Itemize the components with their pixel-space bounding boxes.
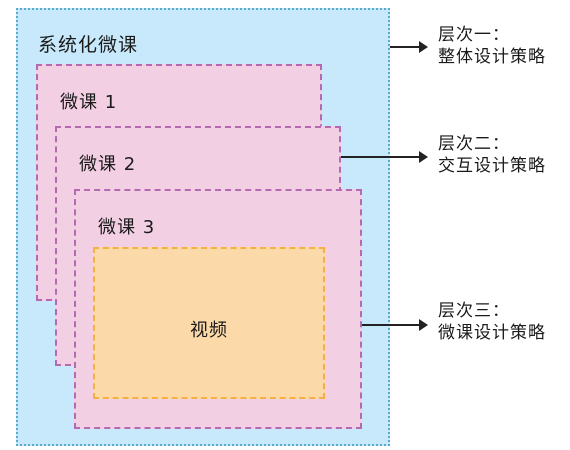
microcourse-3-title: 微课 3: [98, 217, 156, 238]
level-3-heading: 层次三：: [438, 301, 510, 321]
level-2-heading: 层次二：: [438, 134, 510, 154]
video-label: 视频: [190, 320, 228, 341]
level-1-text: 层次一： 整体设计策略: [438, 24, 546, 68]
level-2-text: 层次二： 交互设计策略: [438, 133, 546, 177]
level-1-description: 整体设计策略: [438, 47, 546, 67]
level-1-arrow: [390, 41, 428, 53]
video-box: 视频: [93, 247, 325, 399]
microcourse-1-title: 微课 1: [60, 92, 118, 113]
level-2-description: 交互设计策略: [438, 156, 546, 176]
level-2-arrow: [341, 151, 428, 163]
level-1-heading: 层次一：: [438, 25, 510, 45]
level-3-text: 层次三： 微课设计策略: [438, 300, 546, 344]
system-microcourse-title: 系统化微课: [38, 34, 139, 56]
level-3-arrow: [362, 319, 428, 331]
level-3-description: 微课设计策略: [438, 323, 546, 343]
microcourse-2-title: 微课 2: [79, 154, 137, 175]
